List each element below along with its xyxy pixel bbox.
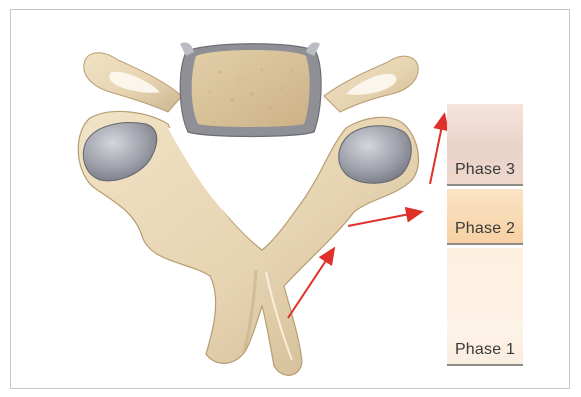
phase-1-band: Phase 1 [447,248,523,366]
right-articular-facet [339,126,412,184]
arrow-phase-3 [430,116,444,184]
arrow-phase-2 [348,212,420,226]
phase-3-label: Phase 3 [455,161,515,184]
phase-2-band: Phase 2 [447,189,523,245]
phase-1-label: Phase 1 [455,341,515,364]
phase-3-band: Phase 3 [447,104,523,186]
phase-2-label: Phase 2 [455,220,515,243]
